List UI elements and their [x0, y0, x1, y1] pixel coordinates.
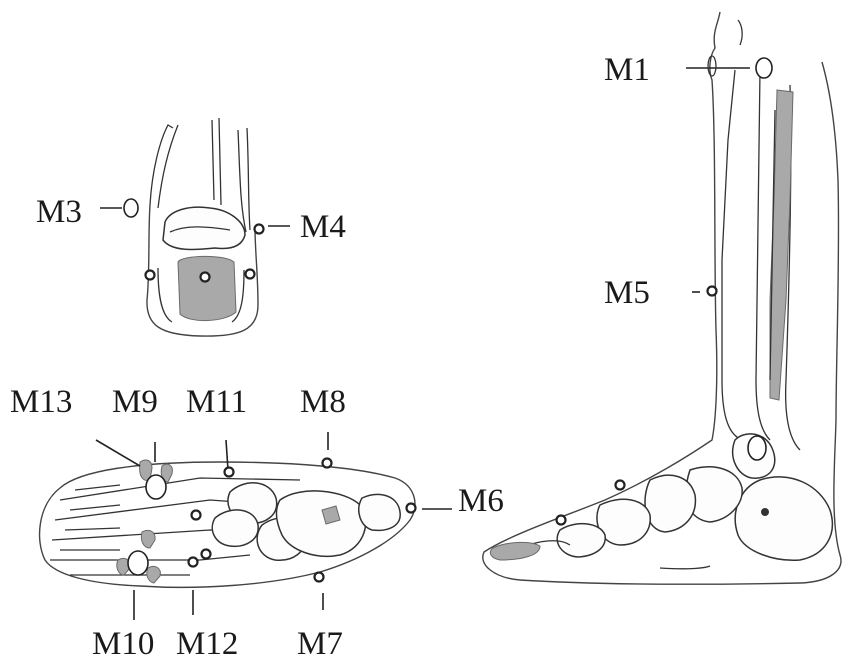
marker-m9: M9 [112, 384, 158, 462]
marker-m3-point [124, 199, 138, 217]
marker-m8-point [323, 459, 332, 468]
marker-m12-point [189, 558, 198, 567]
marker-m4-point [255, 225, 264, 234]
marker-m13-label: M13 [10, 384, 72, 420]
lateral-view [483, 12, 841, 584]
marker-m1-point [756, 58, 772, 78]
marker-m8: M8 [300, 384, 346, 468]
marker-m12-label: M12 [176, 626, 238, 662]
marker-m1-label: M1 [604, 52, 650, 88]
posterior-view [147, 118, 258, 336]
marker-m6: M6 [407, 483, 504, 519]
marker-m4: M4 [255, 209, 346, 245]
marker-m8-label: M8 [300, 384, 346, 420]
marker-m5: M5 [604, 275, 717, 311]
marker-m11-label: M11 [186, 384, 247, 420]
marker-m9-label: M9 [112, 384, 158, 420]
marker-m11-point [225, 468, 234, 477]
marker-m4-label: M4 [300, 209, 346, 245]
marker-m5-label: M5 [604, 275, 650, 311]
marker-m1: M1 [604, 52, 772, 88]
marker-m3-label: M3 [36, 194, 82, 230]
marker-m7-label: M7 [297, 626, 343, 662]
superior-extra-points [192, 511, 211, 559]
marker-m12: M12 [176, 558, 238, 663]
marker-m6-point [407, 504, 416, 513]
marker-m10: M10 [92, 590, 154, 662]
superior-view [40, 460, 415, 587]
marker-m10-label: M10 [92, 626, 154, 662]
marker-m6-label: M6 [458, 483, 504, 519]
marker-m3: M3 [36, 194, 138, 230]
marker-m5-point [708, 287, 717, 296]
marker-m7: M7 [297, 573, 343, 663]
marker-m7-point [315, 573, 324, 582]
